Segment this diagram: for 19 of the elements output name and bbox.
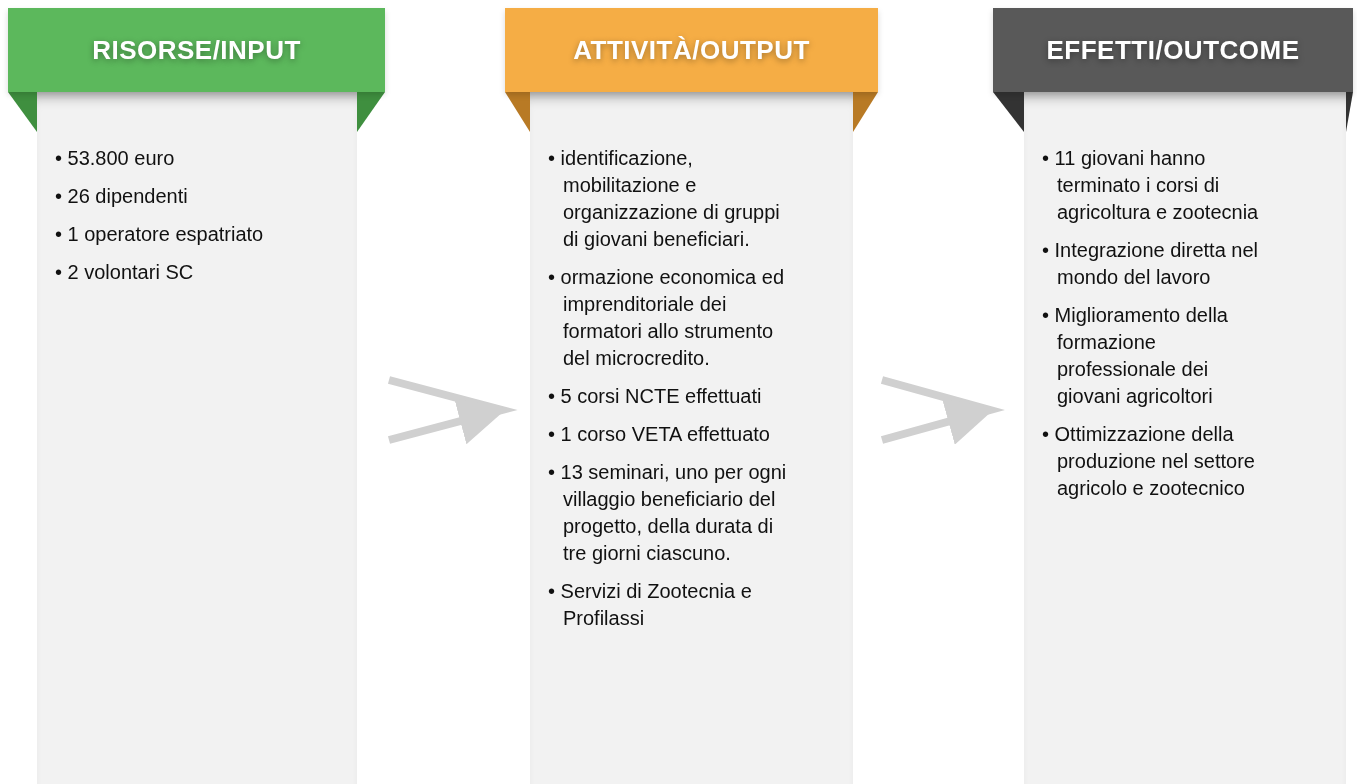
bullet-item: • 5 corsi NCTE effettuati <box>548 384 763 409</box>
bullet-item: • 11 giovani hanno terminato i corsi di agricoltura e zootecnia <box>1042 146 1260 225</box>
bullet-item: • 53.800 euro <box>55 146 176 171</box>
bullet-item: • Servizi di Zootecnia e Profilassi <box>548 579 753 631</box>
bullet-item: • 1 operatore espatriato <box>55 222 265 247</box>
bullet-item: • ormazione economica ed imprenditoriale dei formatori allo strumento del microcredito. <box>548 265 785 371</box>
column-heading: EFFETTI/OUTCOME <box>1046 34 1300 66</box>
bullet-item: • 13 seminari, uno per ogni villaggio beneficiario del progetto, della durata di tre giorni ciascuno. <box>548 460 788 566</box>
chevron-arrow <box>878 376 1005 445</box>
bullet-item: • Miglioramento della formazione professionale dei giovani agricoltori <box>1042 303 1229 409</box>
column-heading: ATTIVITÀ/OUTPUT <box>573 34 810 66</box>
bullet-item: • Integrazione diretta nel mondo del lavoro <box>1042 238 1260 290</box>
bullet-item: • 2 volontari SC <box>55 260 195 285</box>
chevron-arrow <box>385 376 518 445</box>
bullet-item: • 26 dipendenti <box>55 184 189 209</box>
bullet-item: • identificazione, mobilitazione e organizzazione di gruppi di giovani beneficiari. <box>548 146 781 252</box>
bullet-item: • Ottimizzazione della produzione nel settore agricolo e zootecnico <box>1042 422 1256 501</box>
column-heading: RISORSE/INPUT <box>92 34 301 66</box>
bullet-item: • 1 corso VETA effettuato <box>548 422 771 447</box>
